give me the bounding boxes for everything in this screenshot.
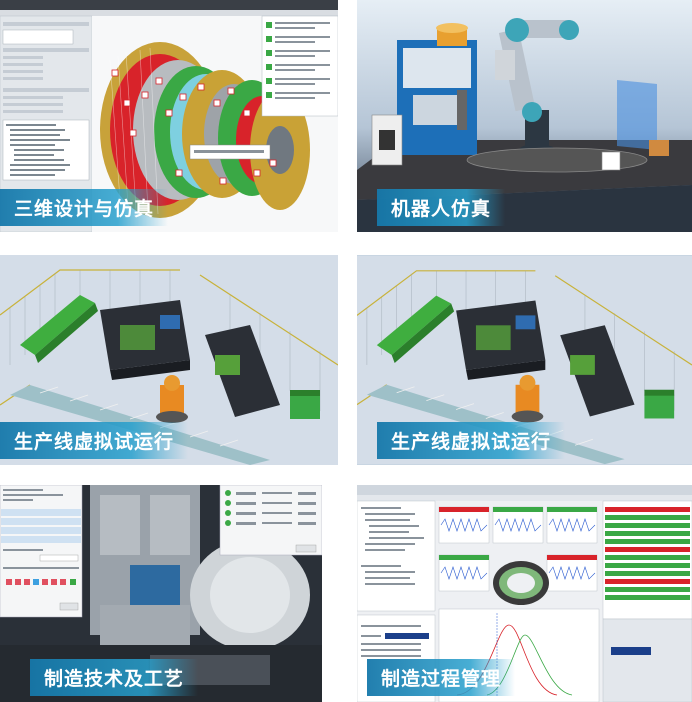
- tile-caption: 制造技术及工艺: [30, 659, 199, 696]
- robot-arm-cell-image: [357, 0, 692, 232]
- tile-cad-design[interactable]: 三维设计与仿真: [0, 0, 338, 232]
- tile-caption: 生产线虚拟试运行: [0, 422, 189, 459]
- tile-robot-simulation[interactable]: 机器人仿真: [357, 0, 692, 232]
- tile-caption: 机器人仿真: [377, 189, 506, 226]
- tile-machining-technology[interactable]: 制造技术及工艺: [0, 485, 322, 702]
- tile-caption: 生产线虚拟试运行: [377, 422, 566, 459]
- cad-gear-assembly-image: [0, 0, 338, 232]
- tile-caption: 三维设计与仿真: [0, 189, 169, 226]
- tile-caption: 制造过程管理: [367, 659, 516, 696]
- tile-process-management[interactable]: 制造过程管理: [357, 485, 692, 702]
- tile-production-line-1[interactable]: 生产线虚拟试运行: [0, 255, 338, 465]
- tile-production-line-2[interactable]: 生产线虚拟试运行: [357, 255, 692, 465]
